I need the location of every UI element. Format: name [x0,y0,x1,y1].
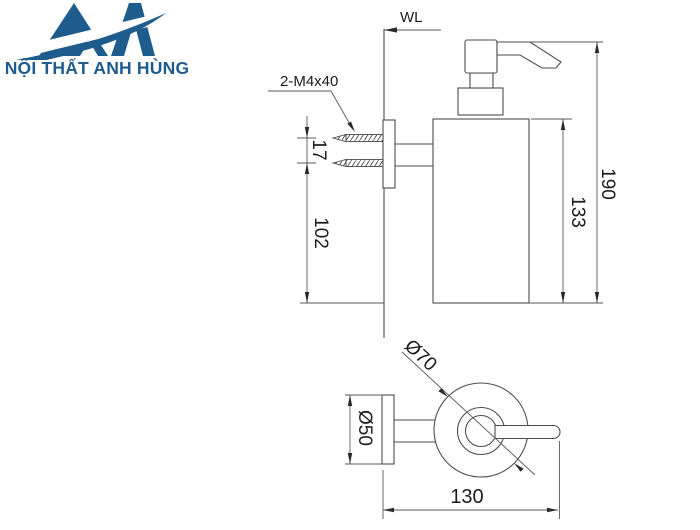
mounting-plate-side [382,119,396,189]
dim-total-height: 190 [597,168,618,200]
dim-bottle-diameter: Ø70 [400,336,441,376]
side-view: WL [268,9,618,338]
brand-logo: NỘI THẤT ANH HÙNG [0,0,200,88]
logo-swoosh-cut [20,11,168,58]
plan-view: Ø70 Ø50 130 [345,336,561,519]
wl-arrow-icon [384,27,397,33]
side-dimension-lines [297,41,603,304]
dispenser-side-profile [382,39,562,304]
logo-monogram [16,3,168,60]
dim-bottle-height: 133 [567,196,588,228]
dim-plate-diameter: Ø50 [354,410,375,446]
pump-handle-plan [494,424,561,440]
pump-head [464,39,498,74]
dim-screw-spacing: 17 [308,139,329,160]
plan-dimension-lines [345,394,560,519]
soap-bottle-body [432,118,530,304]
screw-spec-callout: 2-M4x40 [268,73,355,132]
wall-line-callout: WL [384,9,441,33]
dim-depth: 130 [450,486,483,508]
leader-arrow-icon [347,121,355,132]
dim-mount-height: 102 [310,217,331,249]
wall-line-label: WL [400,9,423,26]
anh-hung-logo-icon [16,3,168,60]
screw-lower [331,158,384,168]
screw-upper [331,133,384,143]
pump-neck [469,72,494,89]
pump-collar [457,87,504,116]
mounting-plate-plan [381,394,395,465]
brand-name: NỘI THẤT ANH HÙNG [4,58,190,78]
dispenser-plan-profile [381,382,561,478]
pump-spout [496,41,562,69]
mounting-screws [331,133,384,168]
screw-spec-label: 2-M4x40 [280,73,338,90]
